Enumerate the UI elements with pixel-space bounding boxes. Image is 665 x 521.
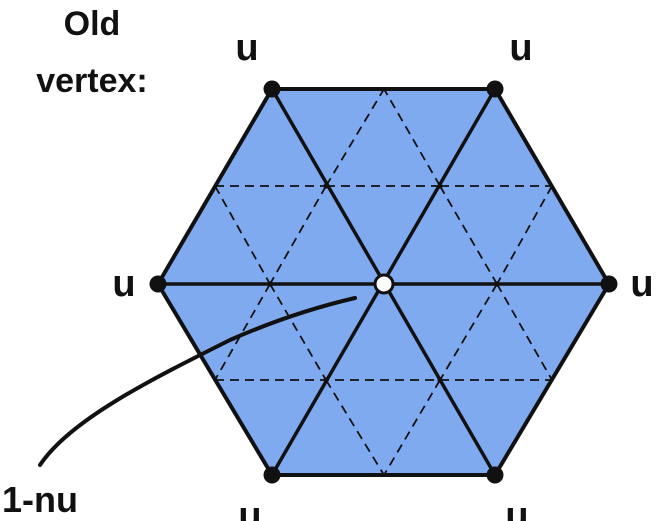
vertex-dot-top-right [486, 80, 504, 98]
vertex-label-bottom-left: u [238, 495, 261, 521]
vertex-dot-bottom-right [486, 466, 504, 484]
center-label-leader [38, 296, 357, 467]
vertex-dot-bottom-left [263, 466, 281, 484]
vertex-label-bottom-right: u [505, 495, 528, 521]
edge-midpoint-markers [267, 183, 500, 383]
title-line-2: vertex: [36, 62, 148, 100]
vertex-dot-right [600, 275, 618, 293]
vertex-label-top-right: u [509, 27, 532, 69]
vertex-dot-top-left [263, 80, 281, 98]
vertex-label-top-left: u [235, 27, 258, 69]
center-vertex [373, 273, 395, 295]
center-weight-label: 1-nu [2, 479, 78, 520]
vertex-label-left: u [112, 263, 135, 305]
vertex-dot-left [149, 275, 167, 293]
vertex-label-right: u [630, 263, 653, 305]
title-line-1: Old [64, 5, 121, 43]
new-edges-dashed [214, 88, 553, 476]
